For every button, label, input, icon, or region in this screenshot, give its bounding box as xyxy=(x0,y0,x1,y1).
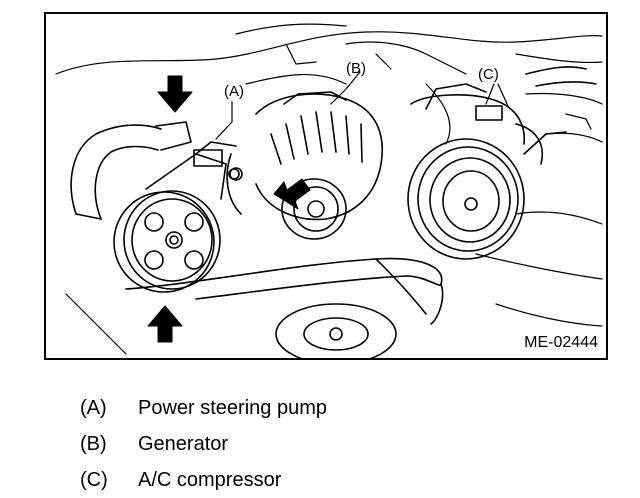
callout-c: (C) xyxy=(478,66,499,83)
arrow-top xyxy=(157,75,193,113)
arrow-bottom xyxy=(147,305,183,343)
engine-background-lines xyxy=(55,23,603,355)
leader-c xyxy=(485,83,509,107)
ac-compressor-body xyxy=(407,66,597,260)
leader-b xyxy=(330,71,361,105)
engine-illustration: (A) (B) (C) ME-02444 xyxy=(44,12,608,360)
pointer-arrows xyxy=(147,75,311,343)
leader-a xyxy=(215,101,233,140)
power-steering-pulley xyxy=(113,141,240,293)
hose-left xyxy=(70,121,192,220)
generator-body xyxy=(226,91,383,240)
arrow-middle xyxy=(273,178,311,210)
callout-b: (B) xyxy=(346,60,366,77)
callout-a: (A) xyxy=(224,83,244,100)
crank-pulley xyxy=(275,303,397,358)
legend-key: (A) xyxy=(80,397,107,419)
leader-lines xyxy=(215,71,509,140)
legend-label: Generator xyxy=(138,433,229,455)
legend-item-a: (A) Power steering pump xyxy=(80,398,327,418)
legend-item-c: (C) A/C compressor xyxy=(80,470,281,490)
legend-key: (C) xyxy=(80,469,108,491)
drive-belt xyxy=(125,257,444,325)
legend-item-b: (B) Generator xyxy=(80,434,228,454)
figure-code: ME-02444 xyxy=(524,334,598,351)
legend-label: A/C compressor xyxy=(138,469,282,491)
legend-key: (B) xyxy=(80,433,107,455)
legend-label: Power steering pump xyxy=(138,397,327,419)
engine-drawing xyxy=(55,23,603,358)
